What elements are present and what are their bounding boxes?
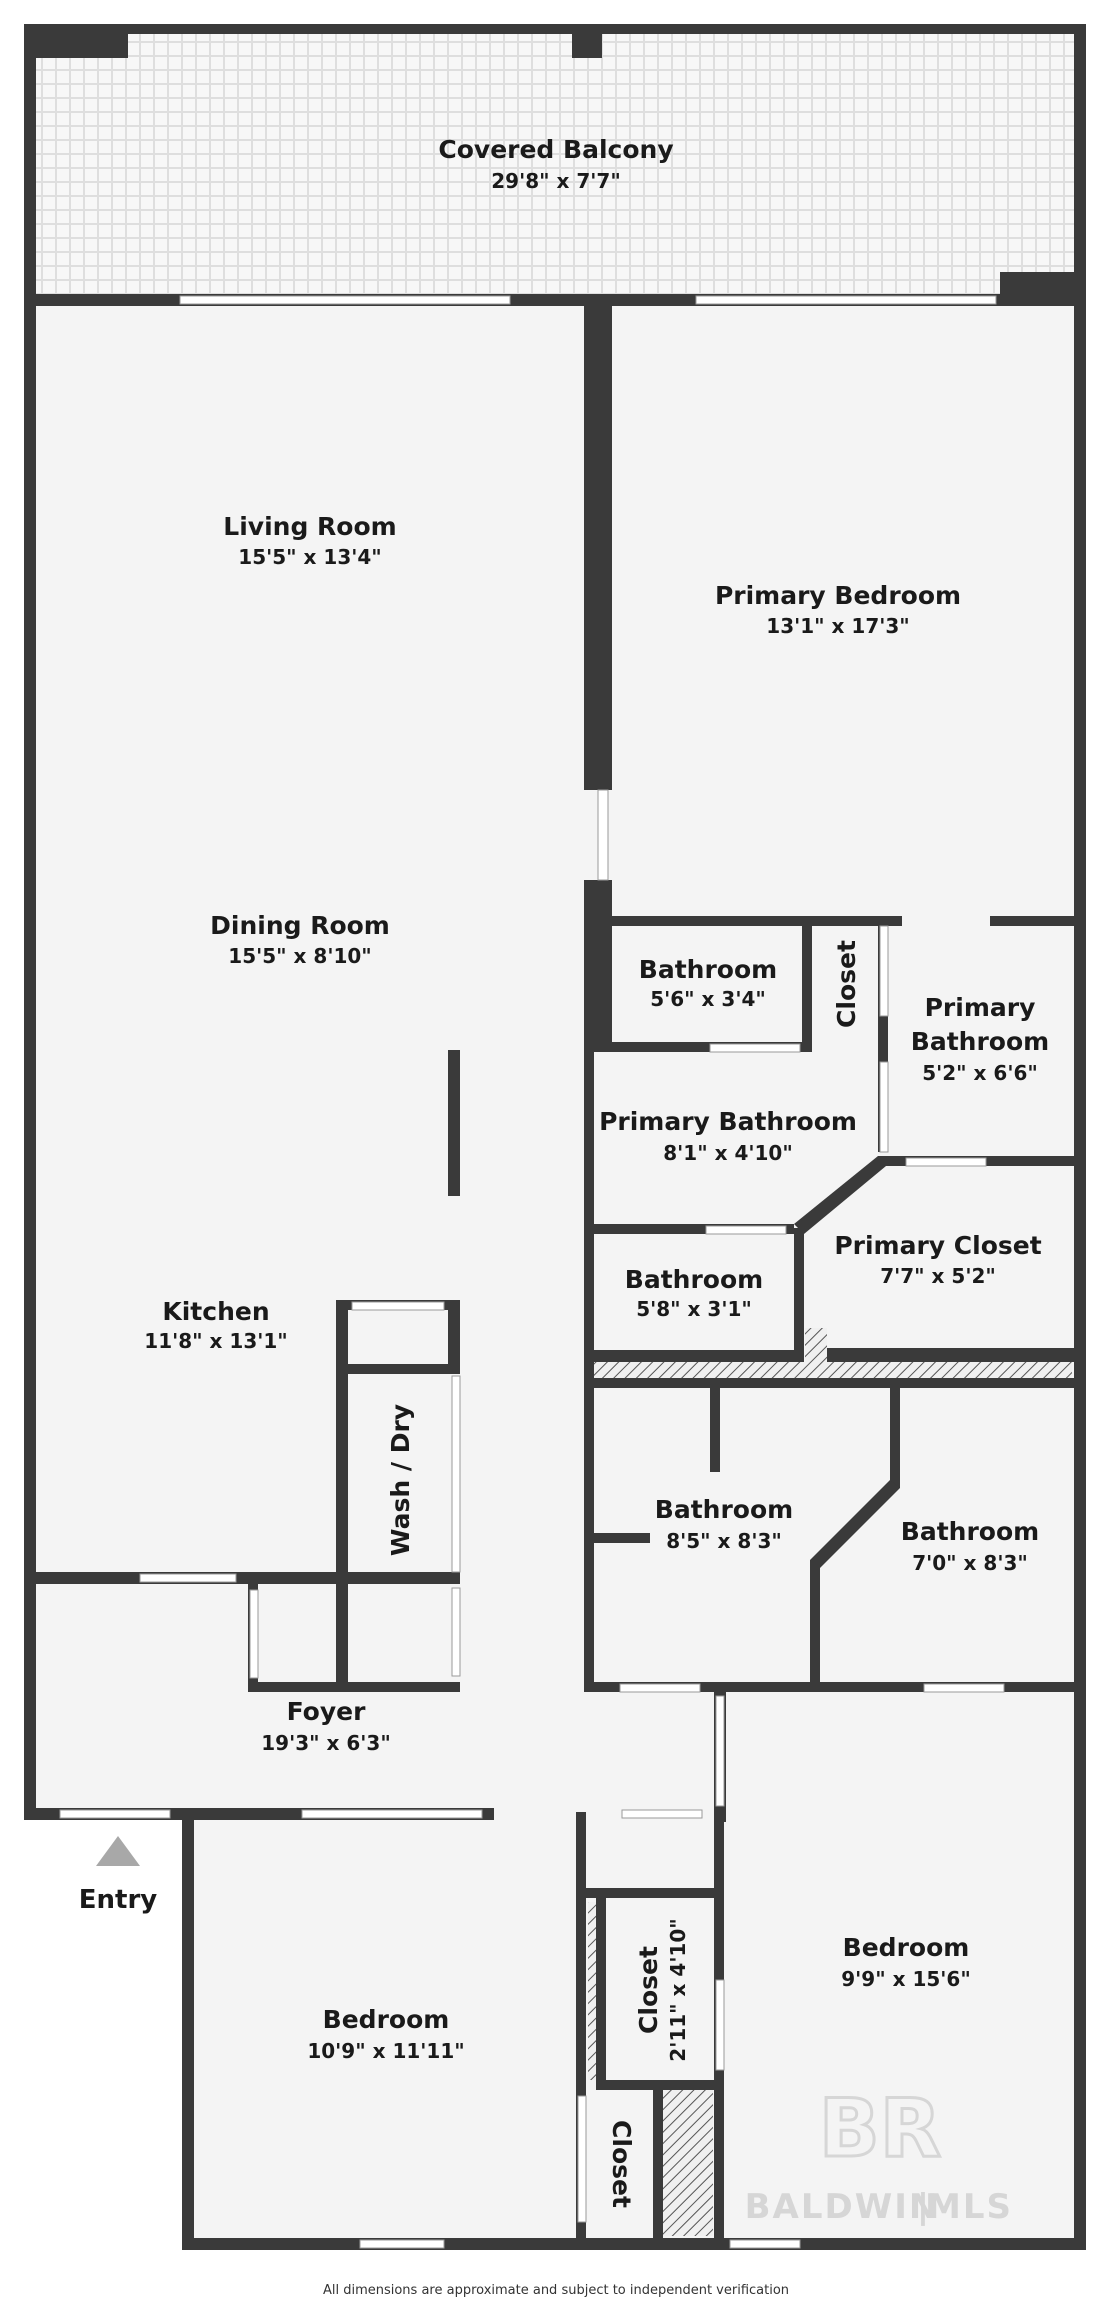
wash-dry-name: Wash / Dry	[386, 1404, 415, 1556]
kitchen-name: Kitchen	[162, 1297, 269, 1326]
primary-bathroom-a-name-2: Bathroom	[911, 1027, 1049, 1056]
closet-a-name: Closet	[832, 940, 861, 1028]
lower-floor	[186, 1812, 1082, 2244]
footer-note: All dimensions are approximate and subje…	[323, 2283, 789, 2298]
watermark-suffix: MLS	[927, 2187, 1013, 2227]
floors	[30, 28, 1082, 2244]
closet-b-dims: 2'11" x 4'10"	[666, 1918, 690, 2061]
foyer-name: Foyer	[287, 1697, 366, 1726]
bathroom-a-dims: 5'6" x 3'4"	[650, 987, 766, 1011]
bathroom-c-name: Bathroom	[655, 1495, 793, 1524]
bathroom-b-dims: 5'8" x 3'1"	[636, 1297, 752, 1321]
closet-b-name: Closet	[634, 1946, 663, 2034]
watermark: BR BALDWIN | MLS	[745, 2081, 1013, 2228]
main-floor	[30, 300, 1082, 1812]
bedroom-b-dims: 9'9" x 15'6"	[841, 1967, 971, 1991]
primary-bathroom-a-name-1: Primary	[925, 993, 1036, 1022]
primary-bathroom-a-dims: 5'2" x 6'6"	[922, 1061, 1038, 1085]
primary-bedroom-dims: 13'1" x 17'3"	[766, 614, 909, 638]
bathroom-a-name: Bathroom	[639, 955, 777, 984]
room-labels: Covered Balcony 29'8" x 7'7" Living Room…	[144, 135, 1049, 2208]
watermark-text: BALDWIN	[745, 2187, 940, 2227]
primary-closet-name: Primary Closet	[834, 1231, 1041, 1260]
entry-marker: Entry	[79, 1836, 158, 1915]
living-room-dims: 15'5" x 13'4"	[238, 545, 381, 569]
primary-bathroom-b-name: Primary Bathroom	[599, 1107, 857, 1136]
covered-balcony-name: Covered Balcony	[438, 135, 673, 164]
primary-bathroom-b-dims: 8'1" x 4'10"	[663, 1141, 793, 1165]
living-room-name: Living Room	[223, 512, 396, 541]
dining-room-name: Dining Room	[210, 911, 390, 940]
closet-c-name: Closet	[607, 2120, 636, 2208]
dining-room-dims: 15'5" x 8'10"	[228, 944, 371, 968]
kitchen-dims: 11'8" x 13'1"	[144, 1329, 287, 1353]
primary-bedroom-name: Primary Bedroom	[715, 581, 961, 610]
primary-closet-dims: 7'7" x 5'2"	[880, 1264, 996, 1288]
bathroom-d-dims: 7'0" x 8'3"	[912, 1551, 1028, 1575]
windows	[59, 295, 1005, 2249]
bedroom-a-name: Bedroom	[323, 2005, 450, 2034]
watermark-letters: BR	[819, 2082, 942, 2175]
bathroom-c-dims: 8'5" x 8'3"	[666, 1529, 782, 1553]
bedroom-a-dims: 10'9" x 11'11"	[307, 2039, 464, 2063]
entry-label: Entry	[79, 1885, 158, 1915]
balcony-floor	[30, 28, 1082, 300]
foyer-dims: 19'3" x 6'3"	[261, 1731, 391, 1755]
covered-balcony-dims: 29'8" x 7'7"	[491, 169, 621, 193]
bathroom-d-name: Bathroom	[901, 1517, 1039, 1546]
entry-arrow-icon	[96, 1836, 140, 1866]
bedroom-b-name: Bedroom	[843, 1933, 970, 1962]
bathroom-b-name: Bathroom	[625, 1265, 763, 1294]
watermark-divider: |	[917, 2187, 931, 2227]
